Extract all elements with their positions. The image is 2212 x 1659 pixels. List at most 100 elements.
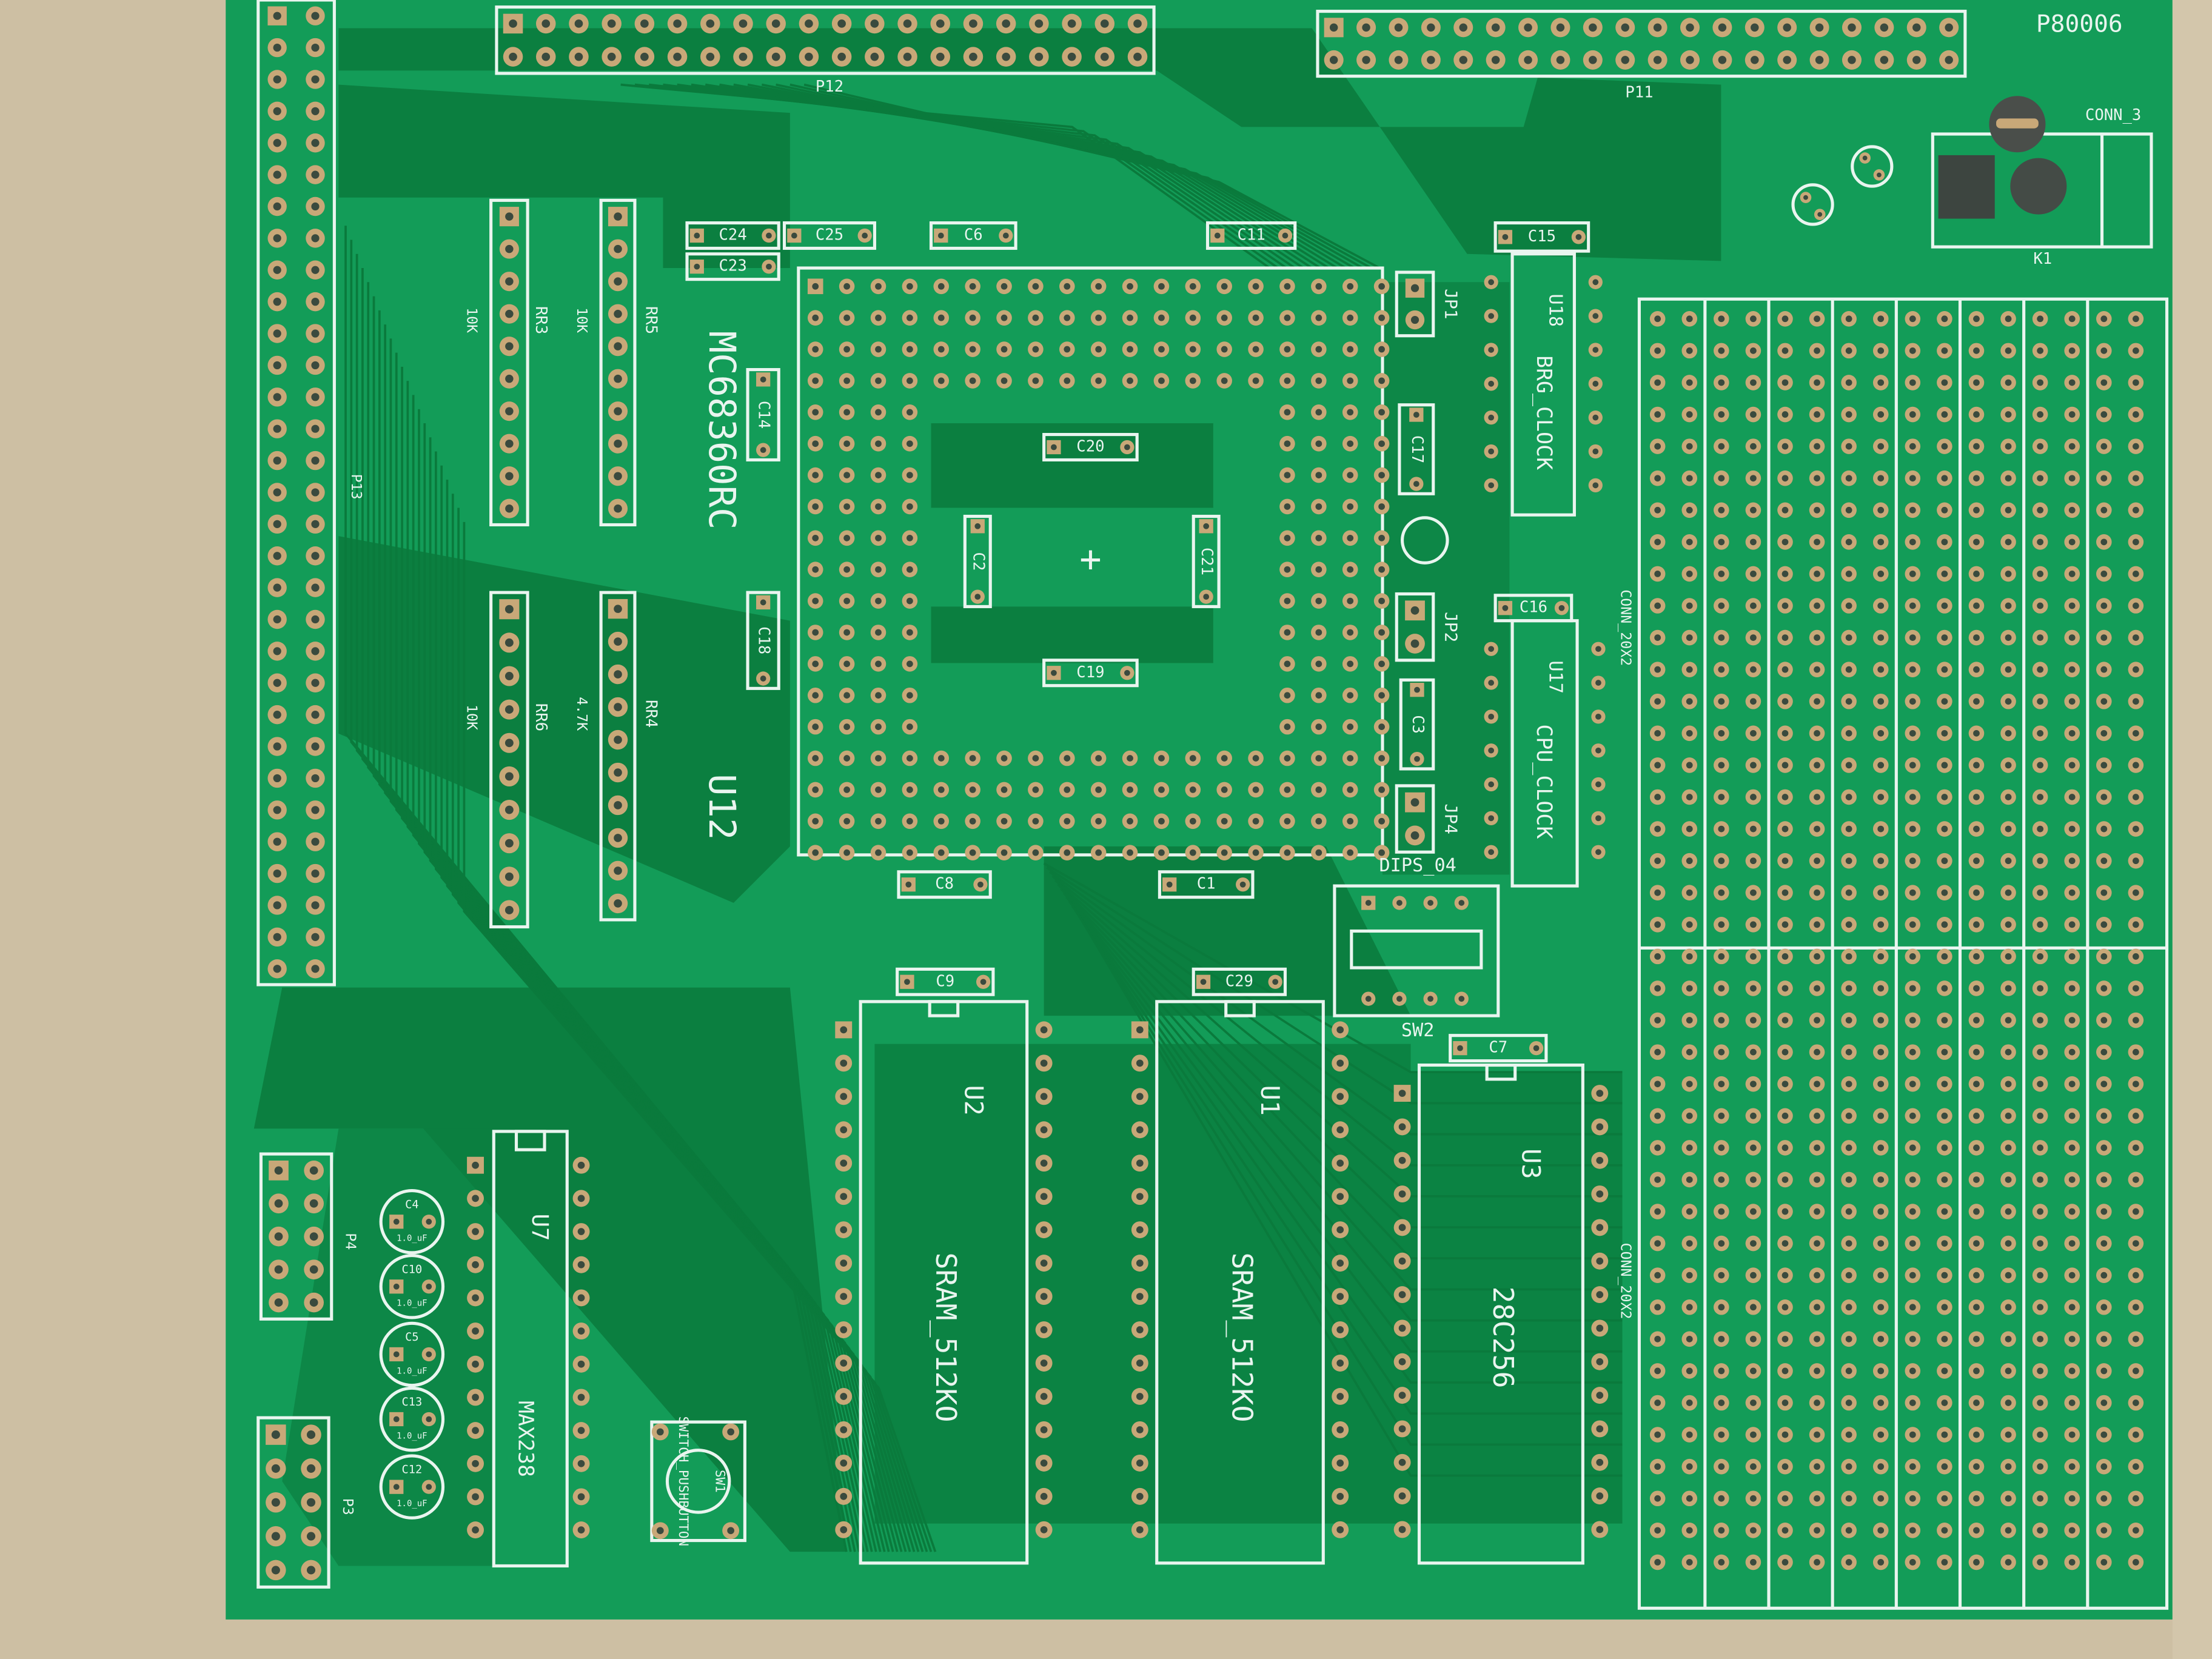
drill-hole	[812, 534, 819, 541]
drill-hole	[1750, 506, 1757, 514]
drill-hole	[1347, 283, 1354, 290]
drill-hole	[2132, 794, 2139, 800]
capacitor: C19	[1042, 659, 1139, 688]
drill-hole	[1877, 1335, 1885, 1342]
drill-hole	[541, 52, 551, 61]
drill-hole	[1592, 448, 1599, 455]
drill-hole	[2132, 1559, 2139, 1566]
drill-hole	[1877, 411, 1885, 418]
drill-hole	[1909, 315, 1916, 323]
drill-hole	[2005, 1176, 2012, 1183]
drill-hole	[273, 933, 281, 941]
drill-hole	[1252, 817, 1259, 825]
drill-hole	[1378, 786, 1385, 793]
drill-hole	[1100, 19, 1109, 28]
drill-hole	[1814, 1112, 1820, 1119]
silkscreen-outline	[746, 367, 780, 462]
drill-hole	[907, 692, 913, 699]
drill-hole	[577, 1460, 585, 1467]
silkscreen-label: SW2	[1401, 1020, 1435, 1041]
drill-hole	[840, 1359, 848, 1367]
drill-hole	[1718, 411, 1725, 418]
drill-hole	[673, 19, 682, 28]
drill-hole	[1040, 1093, 1048, 1101]
drill-hole	[1718, 1081, 1725, 1088]
drill-hole	[1862, 155, 1868, 161]
drill-hole	[1973, 762, 1980, 769]
drill-hole	[2068, 475, 2076, 482]
drill-hole	[1686, 23, 1694, 32]
drill-hole	[2037, 953, 2044, 960]
drill-hole	[1750, 475, 1757, 482]
drill-hole	[1095, 817, 1102, 825]
drill-hole	[1750, 1176, 1757, 1183]
drill-hole	[1814, 347, 1820, 354]
drill-hole	[1558, 605, 1565, 611]
drill-hole	[2132, 1272, 2139, 1279]
drill-hole	[2005, 443, 2012, 450]
drill-hole	[577, 1360, 585, 1368]
drill-hole	[1362, 23, 1370, 32]
silkscreen-label: SRAM_512KO	[930, 1253, 962, 1423]
drill-hole	[1488, 713, 1495, 720]
drill-hole	[472, 1393, 479, 1401]
drill-hole	[875, 346, 882, 353]
drill-hole	[2100, 475, 2108, 482]
drill-hole	[1909, 1081, 1916, 1088]
drill-hole	[2068, 602, 2076, 609]
drill-hole	[1973, 1495, 1980, 1502]
drill-hole	[2100, 538, 2108, 546]
drill-hole	[1189, 849, 1196, 856]
drill-hole	[1654, 666, 1661, 673]
drill-hole	[273, 43, 281, 52]
silkscreen-label: CONN_3	[2085, 106, 2141, 124]
drill-hole	[2068, 1112, 2076, 1119]
drill-hole	[1336, 1460, 1344, 1467]
drill-hole	[541, 19, 551, 28]
drill-hole	[1909, 794, 1916, 800]
small-caps	[1791, 145, 1894, 226]
drill-hole	[273, 298, 281, 306]
drill-hole	[426, 1416, 432, 1423]
drill-hole	[1750, 634, 1757, 641]
drill-hole	[1814, 1463, 1820, 1470]
drill-hole	[2132, 921, 2139, 928]
drill-hole	[1427, 900, 1433, 906]
drill-hole	[1718, 953, 1725, 960]
drill-hole	[812, 849, 819, 856]
drill-hole	[812, 786, 819, 793]
drill-hole	[1845, 475, 1852, 482]
drill-hole	[1845, 1272, 1852, 1279]
drill-hole	[2100, 762, 2108, 769]
drill-hole	[614, 212, 622, 221]
drill-hole	[1252, 786, 1259, 793]
drill-hole	[1592, 414, 1599, 421]
drill-hole	[1877, 857, 1885, 865]
drill-hole	[2005, 634, 2012, 641]
drill-hole	[2132, 506, 2139, 514]
drill-hole	[1621, 56, 1629, 64]
drill-hole	[1945, 56, 1953, 64]
drill-hole	[311, 266, 320, 274]
drill-hole	[2037, 1176, 2044, 1183]
drill-hole	[614, 866, 622, 875]
drill-hole	[2100, 1240, 2108, 1247]
drill-hole	[766, 232, 772, 239]
silkscreen-outline	[797, 266, 1384, 857]
drill-hole	[1941, 1559, 1948, 1566]
drill-hole	[1686, 762, 1693, 769]
drill-hole	[1750, 1367, 1757, 1375]
drill-hole	[1032, 283, 1039, 290]
drill-hole	[1880, 23, 1889, 32]
drill-hole	[1127, 786, 1133, 793]
drill-hole	[273, 774, 281, 783]
drill-hole	[1718, 1048, 1725, 1056]
drill-hole	[1556, 23, 1565, 32]
drill-hole	[1378, 314, 1385, 321]
silkscreen-outline	[685, 252, 780, 281]
drill-hole	[2037, 379, 2044, 386]
drill-hole	[1398, 1123, 1406, 1131]
drill-hole	[2132, 1495, 2139, 1502]
jumper-label: JP1	[1441, 289, 1461, 319]
silkscreen-label: MAX238	[513, 1401, 537, 1477]
